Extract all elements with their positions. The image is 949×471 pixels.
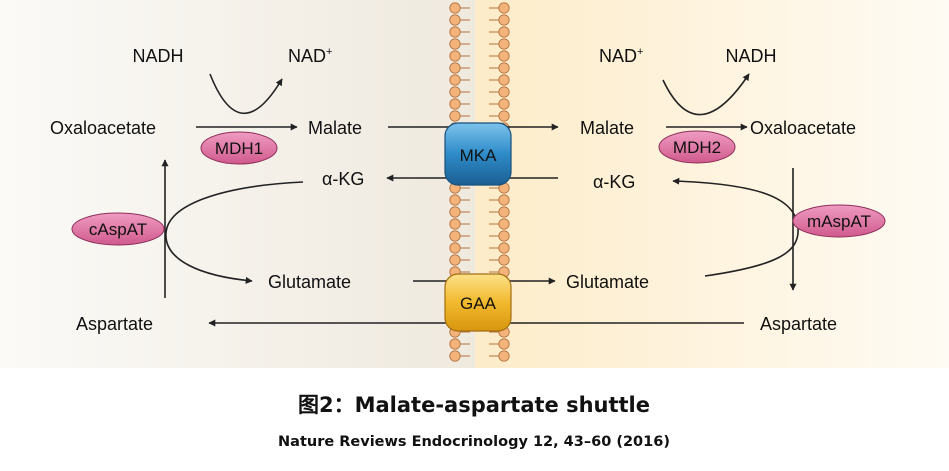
- lipid-head: [449, 350, 461, 362]
- lipid-head: [498, 14, 510, 26]
- lipid-head: [498, 206, 510, 218]
- malate-label-right: Malate: [580, 118, 634, 138]
- lipid-head: [498, 62, 510, 74]
- caspat-label: cAspAT: [89, 220, 147, 239]
- lipid-head: [498, 86, 510, 98]
- caspat-enzyme: cAspAT: [71, 212, 165, 246]
- lipid-head: [498, 350, 510, 362]
- mka-label: MKA: [460, 146, 498, 165]
- lipid-head: [449, 230, 461, 242]
- lipid-head: [449, 218, 461, 230]
- lipid-head: [498, 2, 510, 14]
- lipid-head: [498, 194, 510, 206]
- lipid-head: [498, 74, 510, 86]
- lipid-head: [449, 338, 461, 350]
- mdh2-label: MDH2: [673, 138, 721, 157]
- maspat-label: mAspAT: [807, 212, 871, 231]
- lipid-head: [498, 230, 510, 242]
- akg-label-right: α-KG: [593, 172, 635, 192]
- malate-label-left: Malate: [308, 118, 362, 138]
- aspartate-label-right: Aspartate: [760, 314, 837, 334]
- maspat-enzyme: mAspAT: [792, 204, 886, 238]
- lipid-head: [449, 50, 461, 62]
- lipid-head: [498, 218, 510, 230]
- lipid-head: [449, 110, 461, 122]
- aspartate-label-left: Aspartate: [76, 314, 153, 334]
- nadh-label-left: NADH: [132, 46, 183, 66]
- gaa-transporter: GAA: [444, 273, 512, 332]
- lipid-head: [449, 26, 461, 38]
- lipid-head: [449, 206, 461, 218]
- lipid-head: [449, 38, 461, 50]
- nad-plus-label-left: NAD+: [288, 46, 332, 66]
- akg-label-left: α-KG: [322, 169, 364, 189]
- lipid-head: [498, 50, 510, 62]
- lipid-head: [449, 254, 461, 266]
- lipid-head: [498, 38, 510, 50]
- gaa-label: GAA: [460, 294, 497, 313]
- lipid-head: [449, 14, 461, 26]
- lipid-head: [449, 194, 461, 206]
- lipid-head: [449, 98, 461, 110]
- lipid-head: [449, 2, 461, 14]
- akg-to-glutamate-curve-left: [165, 181, 304, 284]
- lipid-head: [498, 110, 510, 122]
- mka-transporter: MKA: [444, 122, 512, 186]
- nad-plus-label-right: NAD+: [599, 46, 643, 66]
- figure-source: Nature Reviews Endocrinology 12, 43–60 (…: [278, 434, 670, 450]
- oxaloacetate-label-right: Oxaloacetate: [750, 118, 856, 138]
- lipid-head: [449, 242, 461, 254]
- oxaloacetate-label-left: Oxaloacetate: [50, 118, 156, 138]
- lipid-head: [498, 338, 510, 350]
- nadh-to-nad-curve-left: [209, 73, 283, 115]
- mdh1-enzyme: MDH1: [200, 131, 278, 165]
- mdh2-enzyme: MDH2: [658, 130, 736, 164]
- nadh-label-right: NADH: [725, 46, 776, 66]
- lipid-head: [449, 74, 461, 86]
- figure-title: 图2：Malate-aspartate shuttle: [298, 393, 650, 417]
- lipid-head: [498, 26, 510, 38]
- lipid-head: [498, 254, 510, 266]
- lipid-head: [498, 242, 510, 254]
- lipid-head: [449, 62, 461, 74]
- glutamate-label-left: Glutamate: [268, 272, 351, 292]
- lipid-head: [449, 86, 461, 98]
- mdh1-label: MDH1: [215, 139, 263, 158]
- cytosol-region: [0, 0, 475, 368]
- lipid-head: [498, 98, 510, 110]
- nadh-to-nad-curve-right: [662, 73, 750, 116]
- glutamate-label-right: Glutamate: [566, 272, 649, 292]
